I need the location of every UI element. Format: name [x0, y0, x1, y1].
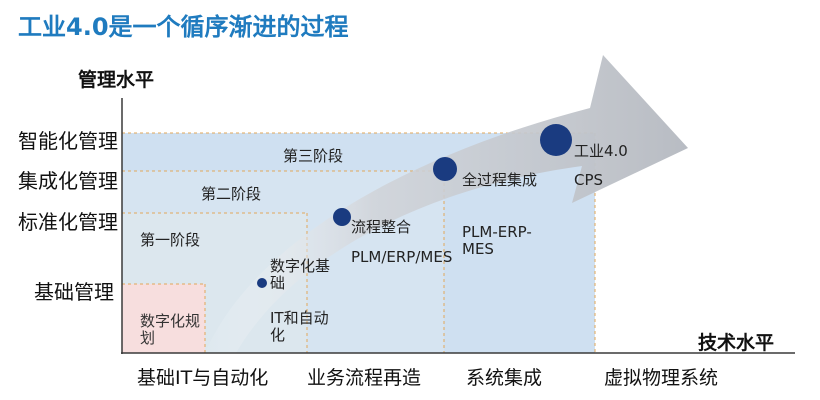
node-label-full-integration: 全过程集成	[462, 171, 538, 189]
node-process-integration	[333, 208, 351, 226]
start-label: 数字化规划	[140, 312, 201, 348]
node-digital-foundation	[257, 278, 267, 288]
page-title: 工业4.0是一个循序渐进的过程	[18, 13, 349, 41]
stage-second-label: 第二阶段	[201, 185, 262, 203]
node-detail-digital-foundation: IT和自动化	[270, 309, 329, 345]
x-stage-cps: 虚拟物理系统	[604, 367, 719, 389]
node-label-digital-foundation: 数字化基础	[270, 257, 331, 293]
y-level-integrated: 集成化管理	[18, 169, 118, 193]
node-detail-full-integration: PLM-ERP-MES	[462, 223, 532, 259]
node-industry40	[540, 124, 572, 156]
node-detail-industry40: CPS	[574, 171, 604, 189]
x-stage-process-reengineering: 业务流程再造	[307, 367, 422, 389]
y-axis-title: 管理水平	[78, 69, 155, 91]
node-detail-process-integration: PLM/ERP/MES	[351, 248, 453, 266]
x-stage-system-integration: 系统集成	[466, 367, 543, 389]
region-start	[122, 284, 205, 353]
stage-third-label: 第三阶段	[283, 147, 344, 165]
y-level-intelligent: 智能化管理	[18, 129, 118, 153]
y-level-standardized: 标准化管理	[18, 210, 118, 234]
stage-first-label: 第一阶段	[140, 231, 201, 249]
x-stage-basic-it: 基础IT与自动化	[137, 367, 269, 389]
y-level-basic: 基础管理	[34, 280, 114, 304]
node-full-integration	[433, 157, 457, 181]
x-axis-title: 技术水平	[698, 332, 775, 354]
node-label-industry40: 工业4.0	[574, 142, 628, 160]
node-label-process-integration: 流程整合	[351, 218, 412, 236]
